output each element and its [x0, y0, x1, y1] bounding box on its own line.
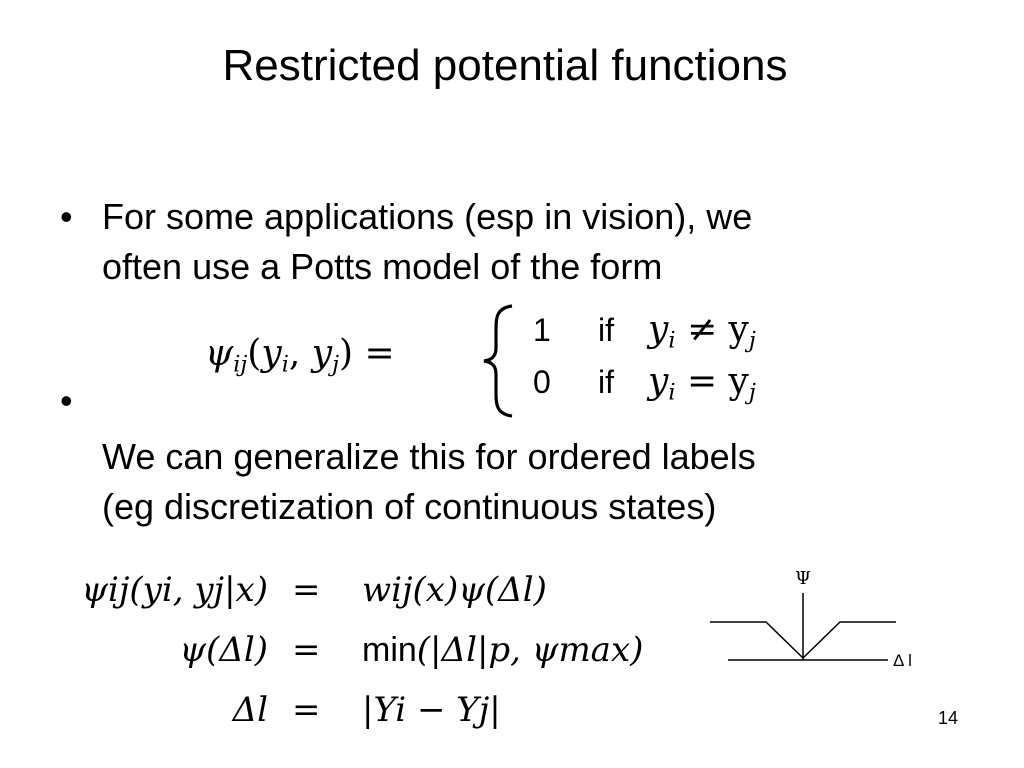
slide-title: Restricted potential functions [222, 41, 788, 90]
eq-row1-lhs: ψij(yi, yj|x) [81, 570, 268, 610]
eq-row2-lhs: ψ(Δl) [179, 630, 268, 670]
truncated-linear-diagram: Ψ Δ l [710, 568, 912, 670]
potts-case2-condition: yi = yj [648, 361, 756, 406]
bullet-marker: • [60, 380, 73, 421]
bullet2-line1: We can generalize this for ordered label… [102, 436, 756, 477]
eq-row2-equals: = [292, 630, 321, 670]
eq-row3-rhs: |Yi − Yj| [362, 690, 501, 730]
potts-case1-if: if [598, 312, 614, 348]
brace-icon [483, 304, 513, 418]
eq-row2-rhs: min(|Δl|p, ψmax) [362, 630, 644, 670]
bullet1-line2: often use a Potts model of the form [102, 246, 663, 287]
eq-row3-lhs: Δl [232, 690, 268, 730]
x-axis-label: Δ l [893, 651, 912, 670]
y-axis-label: Ψ [795, 568, 811, 589]
potts-case2-if: if [598, 364, 614, 400]
eq-row3-equals: = [292, 690, 321, 730]
eq-row1-equals: = [292, 570, 321, 610]
potts-case1-value: 1 [533, 312, 551, 348]
bullet-marker: • [60, 196, 73, 237]
bullet2-line2: (eg discretization of continuous states) [102, 486, 717, 527]
bullet1-line1: For some applications (esp in vision), w… [102, 196, 753, 237]
eq-row1-rhs: wij(x)ψ(Δl) [362, 570, 547, 610]
potts-case1-condition: yi ≠ yj [648, 309, 756, 354]
potts-lhs: ψij(yi, yj) = [205, 333, 395, 378]
potential-curve [710, 621, 896, 660]
page-number: 14 [938, 708, 959, 728]
potts-case2-value: 0 [533, 364, 551, 400]
